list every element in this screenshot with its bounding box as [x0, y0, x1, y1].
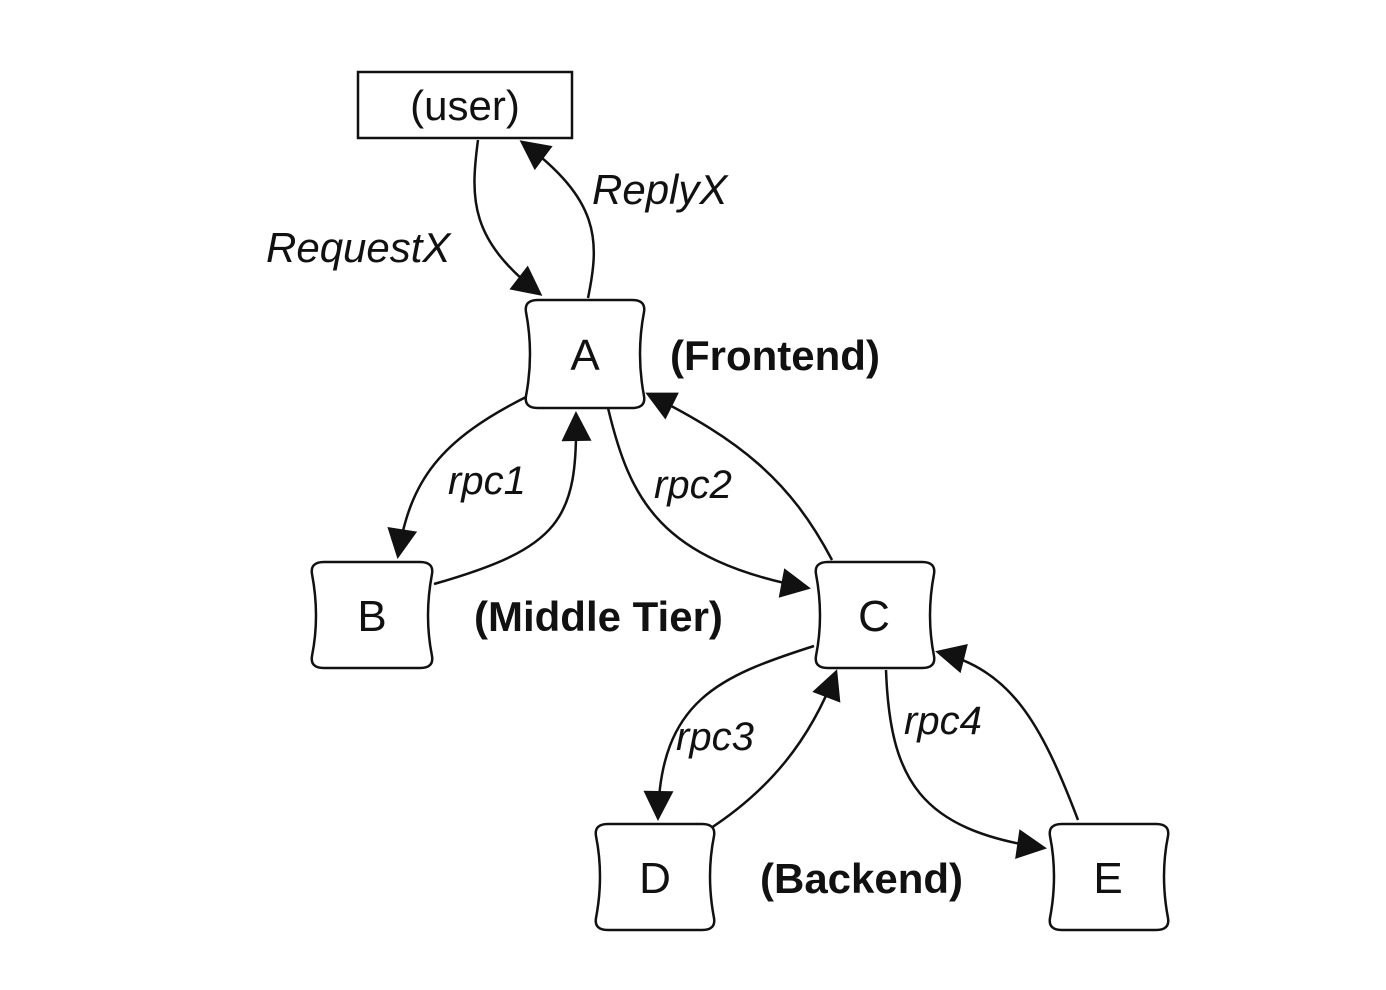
rpc4-request-edge	[884, 669, 1047, 859]
node-d: D	[594, 822, 716, 932]
rpc4-reply-edge	[935, 644, 1080, 821]
rpc1-request-edge	[387, 394, 529, 559]
user-label: (user)	[410, 82, 520, 129]
reply-label: ReplyX	[592, 166, 729, 213]
rpc3-request-edge	[643, 644, 815, 821]
node-a: A	[524, 298, 646, 410]
rpc3-label: rpc3	[676, 715, 754, 759]
request-label: RequestX	[266, 224, 452, 271]
node-b-label: B	[357, 592, 386, 641]
request-edge	[473, 139, 543, 296]
node-a-label: A	[570, 331, 600, 380]
frontend-tier-label: (Frontend)	[670, 332, 880, 379]
middle-tier-label: (Middle Tier)	[474, 593, 723, 640]
node-c: C	[814, 560, 936, 670]
rpc2-label: rpc2	[654, 463, 732, 507]
rpc1-label: rpc1	[448, 459, 526, 503]
node-e: E	[1048, 822, 1170, 932]
node-b: B	[310, 560, 434, 670]
backend-tier-label: (Backend)	[760, 855, 963, 902]
rpc3-reply-edge	[707, 669, 841, 832]
user-box: (user)	[356, 70, 574, 140]
reply-edge	[519, 140, 596, 299]
rpc2-reply-edge	[645, 392, 834, 561]
node-e-label: E	[1093, 854, 1122, 903]
rpc2-request-edge	[606, 407, 811, 598]
node-d-label: D	[639, 854, 671, 903]
node-c-label: C	[858, 592, 890, 641]
rpc1-reply-edge	[433, 411, 592, 586]
rpc4-label: rpc4	[904, 699, 982, 743]
